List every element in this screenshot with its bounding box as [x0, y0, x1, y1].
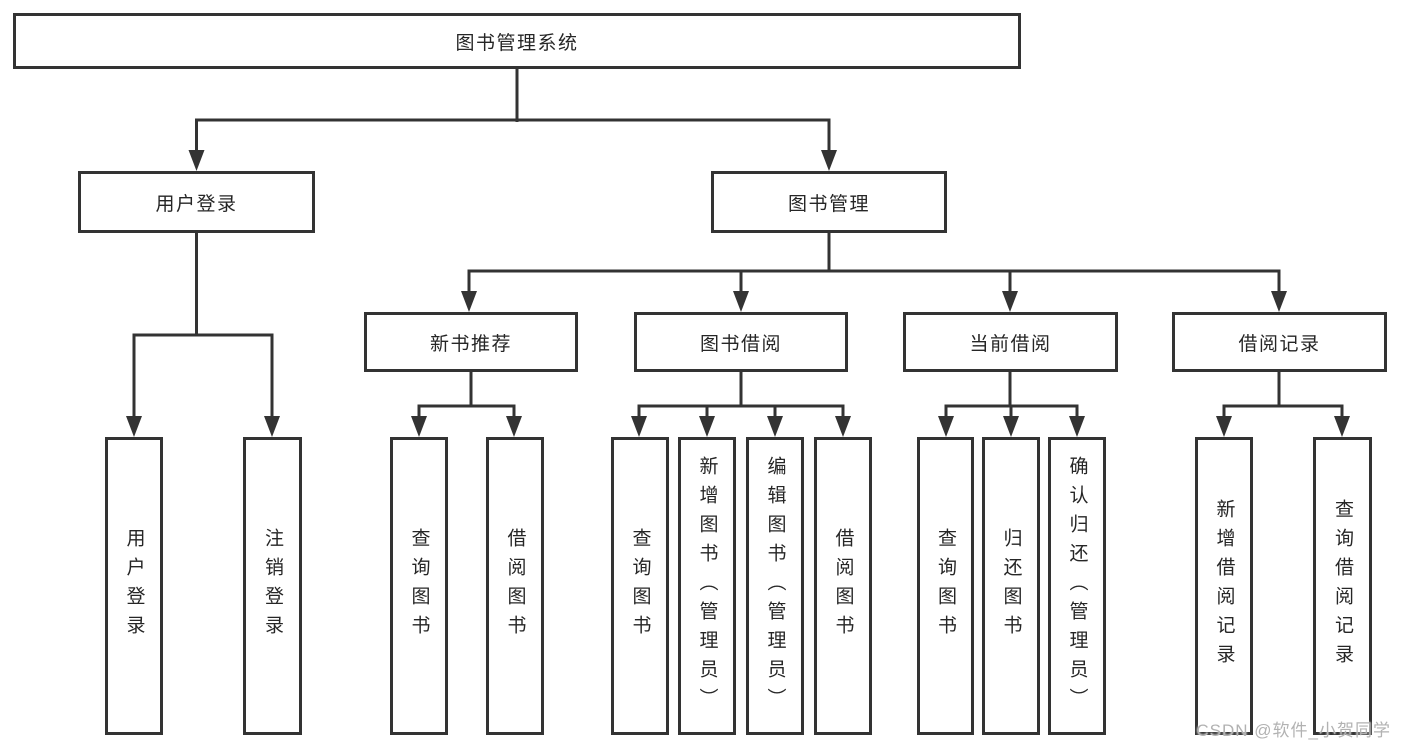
leaf-bb-borrow-books-label: 借阅图书: [832, 528, 854, 644]
leaf-user-login: 用户登录: [105, 437, 163, 735]
leaf-bb-add-books-admin-label: 新增图书（管理员）: [696, 455, 718, 717]
leaf-br-query-record: 查询借阅记录: [1313, 437, 1372, 735]
node-current-borrow-label: 当前借阅: [969, 333, 1052, 355]
node-book-management: 图书管理: [711, 171, 947, 233]
leaf-br-add-record: 新增借阅记录: [1195, 437, 1253, 735]
leaf-cb-confirm-return-admin-label: 确认归还（管理员）: [1066, 455, 1088, 717]
leaf-cb-query-books: 查询图书: [917, 437, 974, 735]
leaf-nbr-borrow-books-label: 借阅图书: [504, 528, 526, 644]
leaf-logout: 注销登录: [243, 437, 302, 735]
leaf-user-login-label: 用户登录: [123, 528, 145, 644]
leaf-bb-add-books-admin: 新增图书（管理员）: [678, 437, 736, 735]
leaf-bb-borrow-books: 借阅图书: [814, 437, 872, 735]
leaf-bb-edit-books-admin-label: 编辑图书（管理员）: [764, 455, 786, 717]
node-new-book-recommend: 新书推荐: [364, 312, 578, 372]
node-user-login-label: 用户登录: [155, 193, 238, 215]
leaf-br-query-record-label: 查询借阅记录: [1332, 499, 1353, 673]
node-user-login: 用户登录: [78, 171, 315, 233]
leaf-cb-return-books-label: 归还图书: [1000, 528, 1022, 644]
node-borrow-records: 借阅记录: [1172, 312, 1387, 372]
leaf-bb-edit-books-admin: 编辑图书（管理员）: [746, 437, 804, 735]
node-current-borrow: 当前借阅: [903, 312, 1118, 372]
node-book-management-label: 图书管理: [787, 193, 870, 215]
watermark: CSDN @软件_小贺同学: [1196, 721, 1391, 740]
leaf-bb-query-books-label: 查询图书: [629, 528, 651, 644]
node-root: 图书管理系统: [13, 13, 1021, 69]
leaf-cb-return-books: 归还图书: [982, 437, 1040, 735]
leaf-cb-confirm-return-admin: 确认归还（管理员）: [1048, 437, 1106, 735]
node-book-borrow-label: 图书借阅: [699, 333, 782, 355]
node-borrow-records-label: 借阅记录: [1238, 333, 1321, 355]
leaf-nbr-query-books-label: 查询图书: [408, 528, 430, 644]
node-book-borrow: 图书借阅: [634, 312, 848, 372]
leaf-br-add-record-label: 新增借阅记录: [1213, 499, 1235, 673]
leaf-cb-query-books-label: 查询图书: [935, 528, 956, 644]
node-root-label: 图书管理系统: [455, 32, 579, 54]
node-new-book-recommend-label: 新书推荐: [429, 333, 512, 355]
leaf-bb-query-books: 查询图书: [611, 437, 669, 735]
leaf-nbr-query-books: 查询图书: [390, 437, 448, 735]
leaf-nbr-borrow-books: 借阅图书: [486, 437, 544, 735]
leaf-logout-label: 注销登录: [262, 528, 283, 644]
